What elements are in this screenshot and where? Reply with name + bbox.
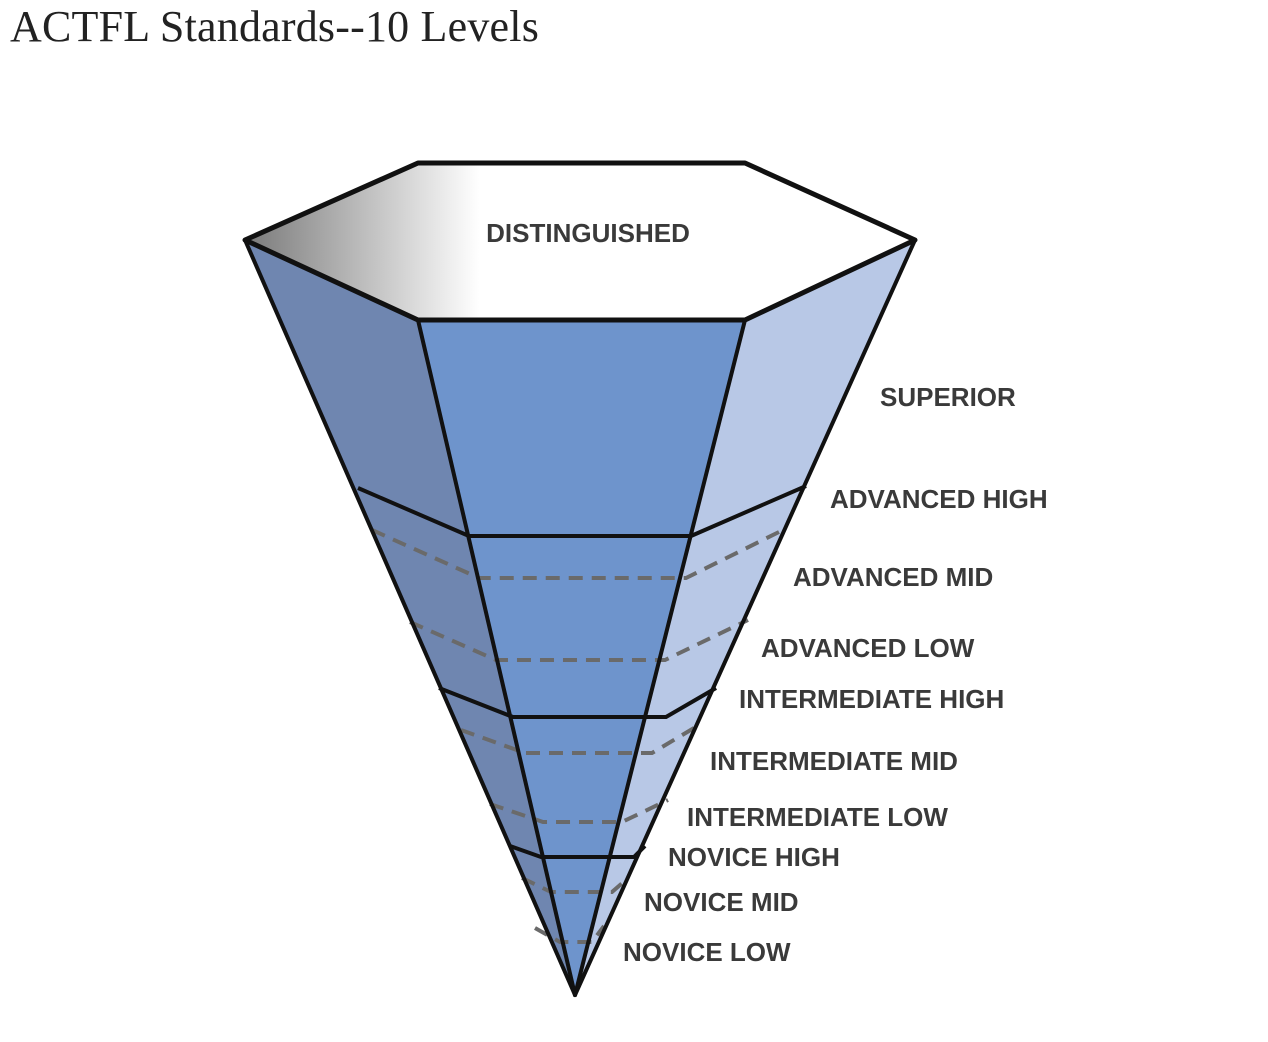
divider-intermediate-mid-low bbox=[489, 798, 669, 824]
edge-right-outer bbox=[573, 238, 917, 997]
label-advanced-high: ADVANCED HIGH bbox=[830, 484, 1048, 514]
cone-edges bbox=[243, 238, 917, 997]
label-advanced-mid: ADVANCED MID bbox=[793, 562, 993, 592]
divider-advanced-high-mid bbox=[371, 528, 784, 580]
edge-left-inner bbox=[416, 318, 577, 997]
sublevel-dividers bbox=[371, 528, 784, 944]
boundary-superior-advanced bbox=[357, 484, 807, 538]
label-distinguished: DISTINGUISHED bbox=[486, 218, 690, 248]
label-superior: SUPERIOR bbox=[880, 382, 1016, 412]
label-novice-high: NOVICE HIGH bbox=[668, 842, 840, 872]
boundary-advanced-intermediate bbox=[438, 686, 718, 719]
divider-novice-mid-low bbox=[534, 924, 606, 944]
divider-advanced-mid-low bbox=[409, 618, 749, 662]
divider-novice-high-mid bbox=[521, 876, 630, 894]
label-intermediate-low: INTERMEDIATE LOW bbox=[687, 802, 948, 832]
label-intermediate-mid: INTERMEDIATE MID bbox=[710, 746, 958, 776]
divider-intermediate-high-mid bbox=[460, 726, 696, 755]
edge-left-outer bbox=[243, 238, 577, 997]
label-intermediate-high: INTERMEDIATE HIGH bbox=[739, 684, 1004, 714]
label-novice-mid: NOVICE MID bbox=[644, 887, 799, 917]
label-advanced-low: ADVANCED LOW bbox=[761, 633, 975, 663]
edge-right-inner bbox=[573, 318, 747, 997]
label-novice-low: NOVICE LOW bbox=[623, 937, 791, 967]
cone-front-face bbox=[418, 320, 745, 995]
page-title: ACTFL Standards--10 Levels bbox=[10, 2, 540, 51]
